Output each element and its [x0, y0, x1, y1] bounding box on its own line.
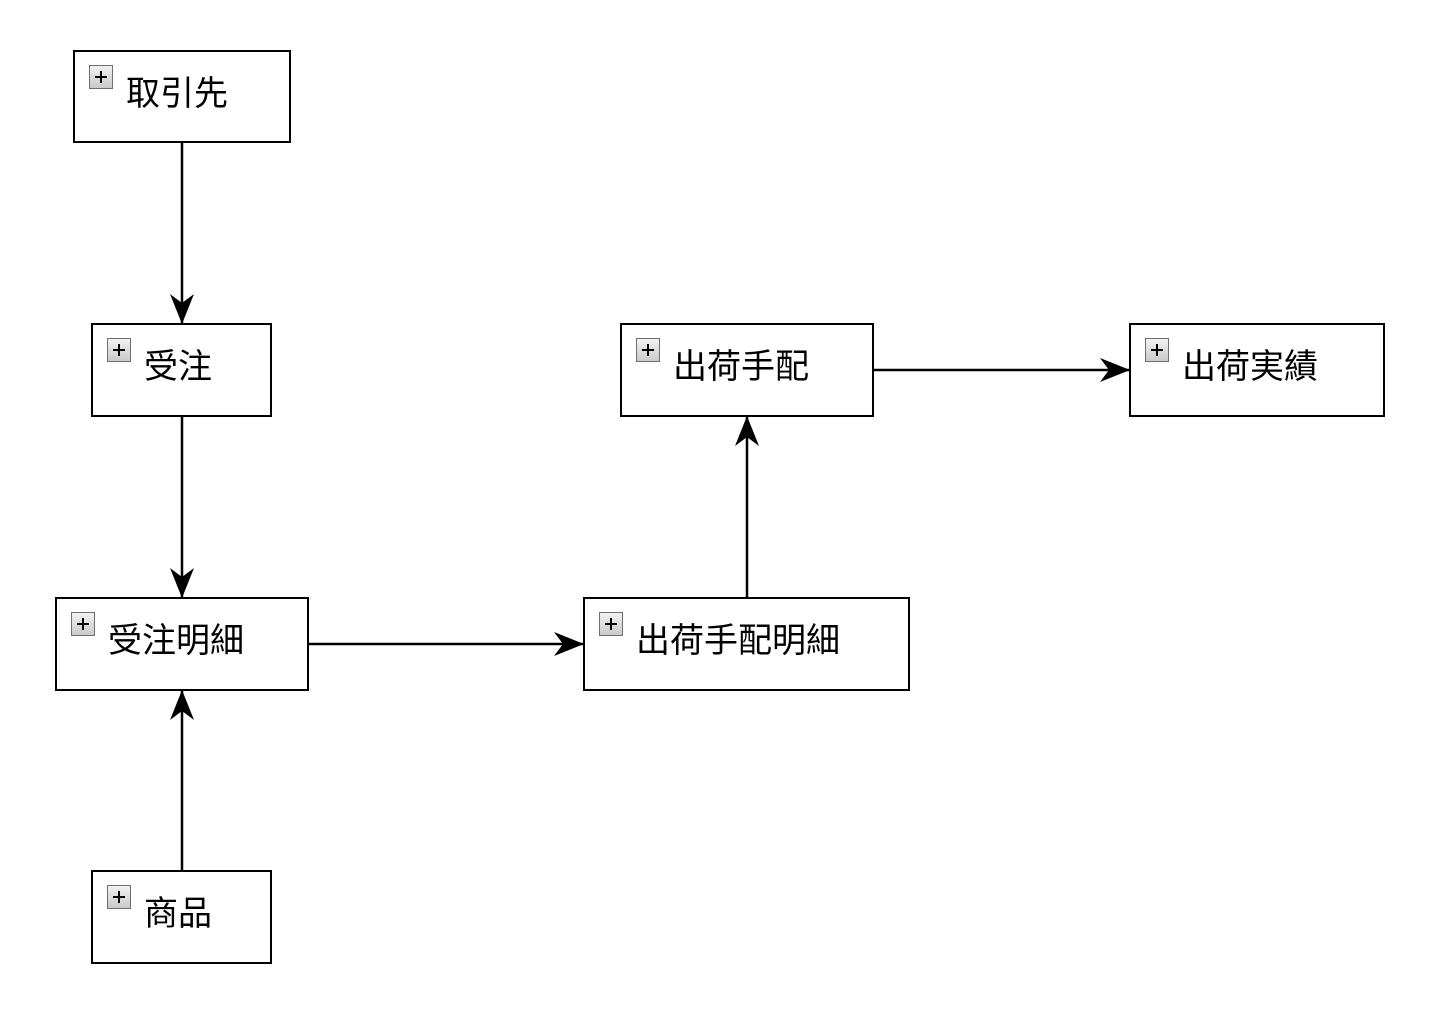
entity-label-shohin: 商品 — [144, 894, 212, 934]
entity-label-shukka-tehai: 出荷手配 — [673, 347, 809, 387]
plus-square-icon[interactable] — [71, 612, 95, 636]
plus-square-icon[interactable] — [599, 612, 623, 636]
entity-label-juchu: 受注 — [144, 347, 212, 387]
plus-square-icon[interactable] — [107, 338, 131, 362]
plus-square-icon[interactable] — [107, 885, 131, 909]
entity-label-juchu-meisai: 受注明細 — [108, 621, 244, 661]
plus-square-icon[interactable] — [89, 65, 113, 89]
plus-square-icon[interactable] — [1145, 338, 1169, 362]
entity-node-shohin[interactable]: 商品 — [91, 870, 272, 964]
entity-label-torihikisaki: 取引先 — [126, 74, 228, 114]
entity-node-shukka-tehai-meisai[interactable]: 出荷手配明細 — [583, 597, 910, 691]
entity-label-shukka-jisseki: 出荷実績 — [1182, 347, 1318, 387]
entity-node-juchu-meisai[interactable]: 受注明細 — [55, 597, 309, 691]
entity-label-shukka-tehai-meisai: 出荷手配明細 — [636, 621, 840, 661]
entity-node-shukka-jisseki[interactable]: 出荷実績 — [1129, 323, 1385, 417]
entity-node-shukka-tehai[interactable]: 出荷手配 — [620, 323, 874, 417]
plus-square-icon[interactable] — [636, 338, 660, 362]
entity-node-torihikisaki[interactable]: 取引先 — [73, 50, 291, 143]
entity-node-juchu[interactable]: 受注 — [91, 323, 272, 417]
